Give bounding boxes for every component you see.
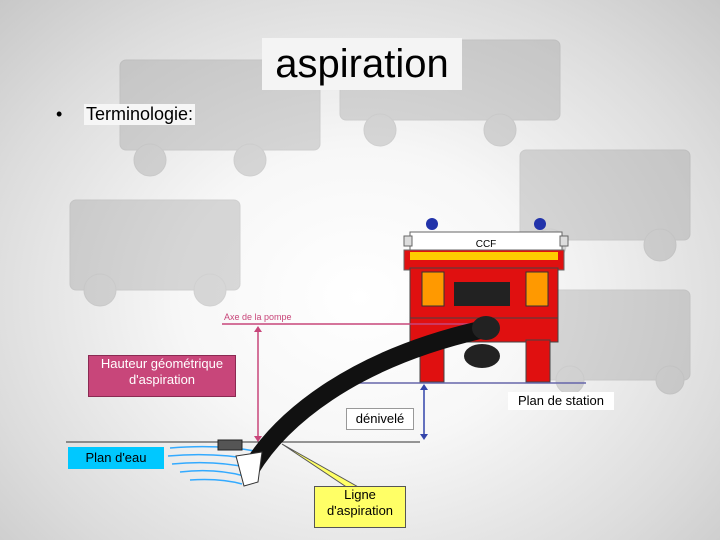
truck-sign: CCF: [476, 239, 497, 250]
strainer-basket: [235, 451, 263, 487]
strainer: [217, 439, 243, 451]
water-plane-label: Plan d'eau: [68, 447, 164, 469]
bullet-marker: •: [56, 104, 63, 124]
suction-line-label: Ligne d'aspiration: [314, 486, 406, 528]
slide-title: aspiration: [262, 38, 462, 90]
pump-axis-label: Axe de la pompe: [224, 312, 292, 322]
suction-hose: [241, 321, 489, 479]
height-label: Hauteur géométrique d'aspiration: [88, 355, 236, 397]
ligne-callout-pointer: [281, 443, 362, 489]
denivele-label: dénivelé: [346, 408, 414, 430]
bullet-terminologie: Terminologie:: [84, 104, 196, 125]
station-plane-label: Plan de station: [508, 392, 614, 410]
